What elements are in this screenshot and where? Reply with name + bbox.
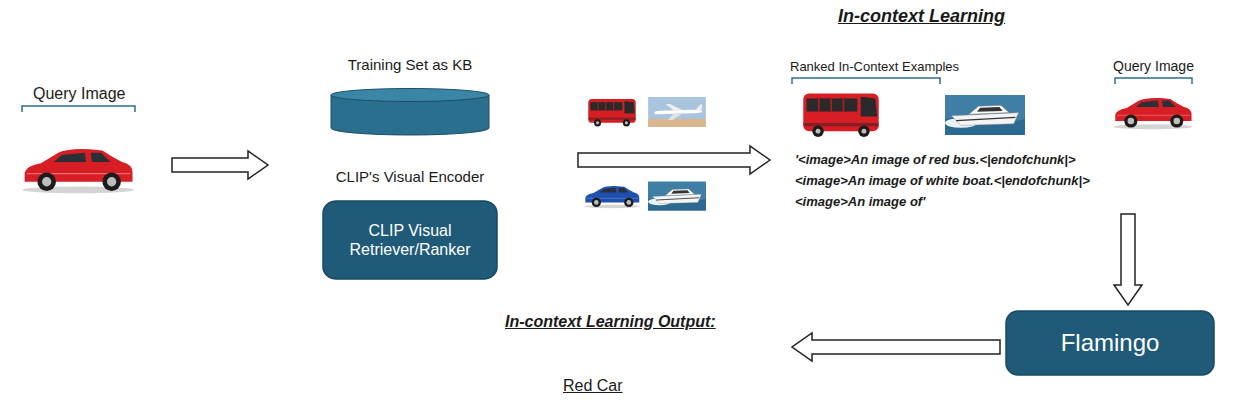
bracket — [792, 78, 940, 84]
database-cylinder: Training Set as KB — [330, 88, 490, 136]
prompt-line: <image>An image of white boat.<|endofchu… — [795, 173, 1090, 189]
bus-image — [588, 99, 635, 126]
node-heading: CLIP's Visual Encoder — [336, 168, 485, 186]
cylinder-shape — [330, 88, 490, 136]
prompt-line: <image>An image of' — [795, 194, 925, 210]
label-slot: '<image>An image of red bus.<|endofchunk… — [795, 150, 1076, 168]
label-slot: Query Image — [33, 84, 125, 103]
label-slot: Red Car — [563, 376, 623, 395]
node-heading: Training Set as KB — [348, 56, 473, 74]
box-fill — [323, 201, 497, 279]
retriever-box: CLIP's Visual EncoderCLIP Visual Retriev… — [322, 200, 498, 280]
label-slot: In-context Learning Output: — [505, 312, 716, 331]
cylinder-top — [331, 89, 489, 102]
image-caption: Query Image — [33, 84, 125, 103]
bracket — [22, 106, 135, 112]
plane-image — [648, 97, 706, 127]
label-slot: <image>An image of white boat.<|endofchu… — [795, 171, 1090, 189]
image-caption: Query Image — [1113, 58, 1194, 75]
image-caption: Ranked In-Context Examples — [790, 59, 959, 75]
label-slot: Query Image — [1113, 57, 1194, 75]
flow-arrow — [1114, 214, 1142, 305]
label-slot: Ranked In-Context Examples — [790, 57, 959, 75]
car-image — [584, 186, 640, 208]
boat-image — [648, 182, 706, 211]
section-heading: In-context Learning — [838, 6, 1005, 28]
car-image — [22, 149, 133, 193]
label-slot: In-context Learning — [838, 6, 1005, 28]
label-slot: <image>An image of' — [795, 192, 925, 210]
flow-arrow — [172, 151, 268, 179]
output-text: Red Car — [563, 376, 623, 395]
bracket — [1115, 78, 1192, 84]
box-shape — [322, 200, 498, 280]
model-box: Flamingo — [1005, 310, 1215, 376]
box-fill — [1006, 311, 1214, 375]
flow-arrow — [578, 146, 770, 174]
bus-image — [803, 94, 878, 137]
flow-arrow — [792, 333, 1000, 361]
car-image — [1114, 98, 1193, 129]
node-label: CLIP Visual Retriever/Ranker — [322, 217, 498, 263]
node-label: Flamingo — [1053, 325, 1168, 362]
output-heading: In-context Learning Output: — [505, 312, 716, 331]
prompt-line: '<image>An image of red bus.<|endofchunk… — [795, 152, 1076, 168]
boat-image — [945, 95, 1025, 135]
